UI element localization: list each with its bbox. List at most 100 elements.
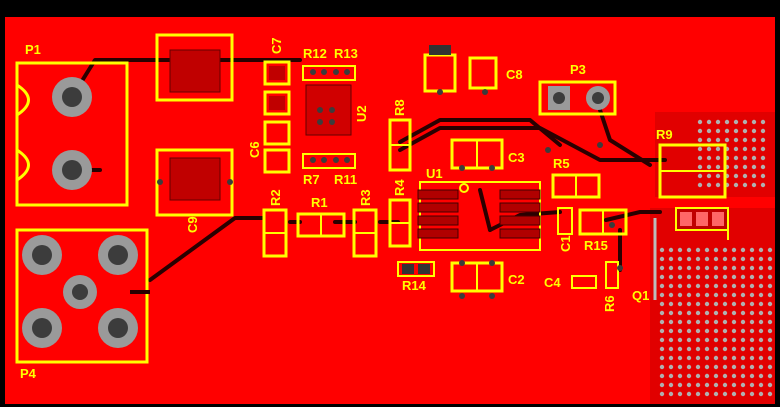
via — [751, 137, 757, 143]
via — [677, 256, 683, 262]
via — [697, 173, 703, 179]
via — [722, 391, 728, 397]
via — [767, 274, 773, 280]
via — [749, 274, 755, 280]
via — [686, 364, 692, 370]
component-r3: R3 — [352, 189, 378, 258]
label-p3: P3 — [570, 62, 586, 77]
via — [767, 364, 773, 370]
via — [758, 310, 764, 316]
via — [668, 337, 674, 343]
label-c8: C8 — [506, 67, 523, 82]
via — [751, 155, 757, 161]
via — [740, 274, 746, 280]
via — [758, 283, 764, 289]
component-c7: C7 — [263, 37, 291, 116]
via — [758, 364, 764, 370]
via — [722, 355, 728, 361]
via — [677, 364, 683, 370]
via — [758, 382, 764, 388]
via — [686, 301, 692, 307]
via — [751, 164, 757, 170]
label-c2: C2 — [508, 272, 525, 287]
via — [659, 328, 665, 334]
via — [668, 391, 674, 397]
via — [659, 337, 665, 343]
via — [686, 310, 692, 316]
via — [677, 328, 683, 334]
traces — [66, 58, 667, 282]
via — [722, 310, 728, 316]
label-c9: C9 — [185, 216, 200, 233]
via — [767, 247, 773, 253]
via — [677, 301, 683, 307]
via — [767, 283, 773, 289]
via — [706, 137, 712, 143]
via — [668, 283, 674, 289]
via — [677, 391, 683, 397]
label-r13: R13 — [334, 46, 358, 61]
via — [695, 247, 701, 253]
label-r6: R6 — [602, 295, 617, 312]
via — [740, 328, 746, 334]
via — [659, 373, 665, 379]
via — [760, 164, 766, 170]
component-c2: C2 — [450, 260, 525, 299]
component-r1: R1 — [296, 195, 346, 238]
via — [704, 328, 710, 334]
via — [760, 155, 766, 161]
via — [722, 364, 728, 370]
via — [677, 310, 683, 316]
via — [715, 164, 721, 170]
via — [715, 128, 721, 134]
via — [668, 328, 674, 334]
via — [695, 319, 701, 325]
via — [695, 355, 701, 361]
via — [668, 274, 674, 280]
via — [668, 256, 674, 262]
via — [706, 173, 712, 179]
via — [740, 283, 746, 289]
via — [668, 265, 674, 271]
via — [659, 364, 665, 370]
via — [695, 373, 701, 379]
via — [767, 301, 773, 307]
via — [677, 283, 683, 289]
label-r12: R12 — [303, 46, 327, 61]
via — [722, 274, 728, 280]
via — [713, 346, 719, 352]
via — [731, 346, 737, 352]
via — [740, 319, 746, 325]
via — [760, 173, 766, 179]
via — [695, 265, 701, 271]
via — [767, 346, 773, 352]
via — [686, 337, 692, 343]
via — [715, 137, 721, 143]
via — [751, 146, 757, 152]
via — [731, 328, 737, 334]
via — [767, 382, 773, 388]
via — [740, 337, 746, 343]
via — [695, 256, 701, 262]
via — [715, 155, 721, 161]
via — [677, 292, 683, 298]
label-r5: R5 — [553, 156, 570, 171]
via — [758, 346, 764, 352]
via — [668, 364, 674, 370]
via — [713, 319, 719, 325]
component-u1: U1 — [417, 166, 541, 251]
via — [749, 337, 755, 343]
via — [767, 355, 773, 361]
via — [668, 247, 674, 253]
via — [758, 256, 764, 262]
via — [695, 274, 701, 280]
label-r7: R7 — [303, 172, 320, 187]
via — [704, 337, 710, 343]
via — [668, 346, 674, 352]
label-r9: R9 — [656, 127, 673, 142]
via — [751, 173, 757, 179]
label-c1: C1 — [558, 235, 573, 252]
via — [713, 301, 719, 307]
via — [706, 164, 712, 170]
